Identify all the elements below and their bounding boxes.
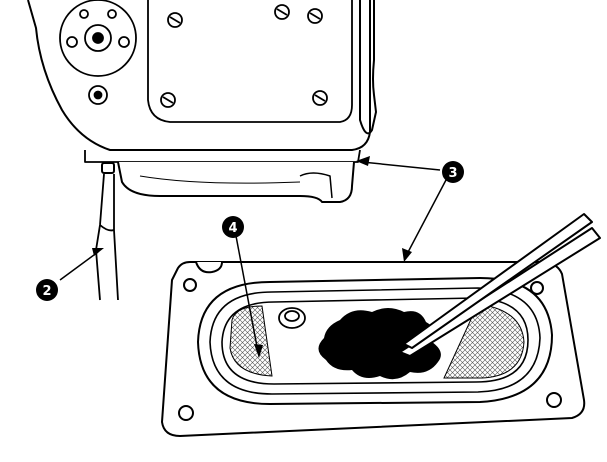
callout-3: 3 bbox=[442, 161, 464, 183]
screwdriver-icon bbox=[95, 173, 119, 301]
oil-filter-screens bbox=[229, 303, 525, 379]
plate-screws bbox=[160, 4, 328, 108]
callout-3-label: 3 bbox=[448, 166, 457, 181]
tweezers-icon bbox=[399, 213, 601, 357]
sludge-deposit bbox=[318, 308, 441, 380]
callout-4: 4 bbox=[222, 216, 244, 238]
drain-boss bbox=[278, 307, 306, 329]
callout-2-label: 2 bbox=[42, 284, 51, 299]
leader-lines bbox=[59, 161, 447, 353]
callout-2: 2 bbox=[36, 279, 58, 301]
leader-arrowheads bbox=[92, 156, 412, 358]
rotary-disc bbox=[59, 0, 137, 105]
callout-4-label: 4 bbox=[228, 221, 237, 236]
